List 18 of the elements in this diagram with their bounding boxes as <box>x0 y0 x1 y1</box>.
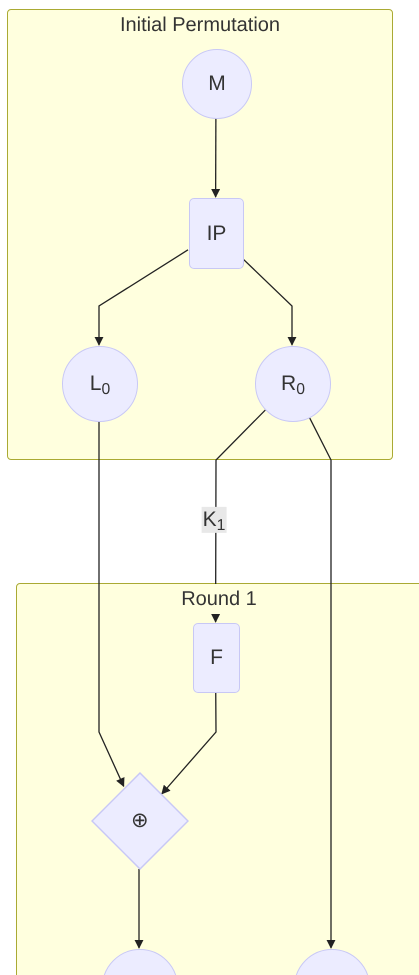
node-label: R$_{0}$ <box>281 371 305 400</box>
arrow <box>134 869 144 949</box>
node-label: M <box>208 71 226 98</box>
edge-label: K$_{1}$ <box>202 506 226 534</box>
node-label: ⊕ <box>131 808 149 834</box>
process-box <box>193 623 240 693</box>
node-label: IP <box>206 220 226 247</box>
process-box <box>189 198 244 269</box>
subgraph-panel <box>16 583 419 975</box>
arrow <box>211 118 220 198</box>
arrow <box>242 258 297 346</box>
arrow <box>98 421 124 788</box>
arrow <box>161 692 217 795</box>
node-label: L$_{0}$ <box>90 371 110 400</box>
node-label: F <box>210 645 223 672</box>
arrow <box>308 416 336 949</box>
subgraph-panel <box>7 9 393 460</box>
arrow <box>94 249 188 346</box>
